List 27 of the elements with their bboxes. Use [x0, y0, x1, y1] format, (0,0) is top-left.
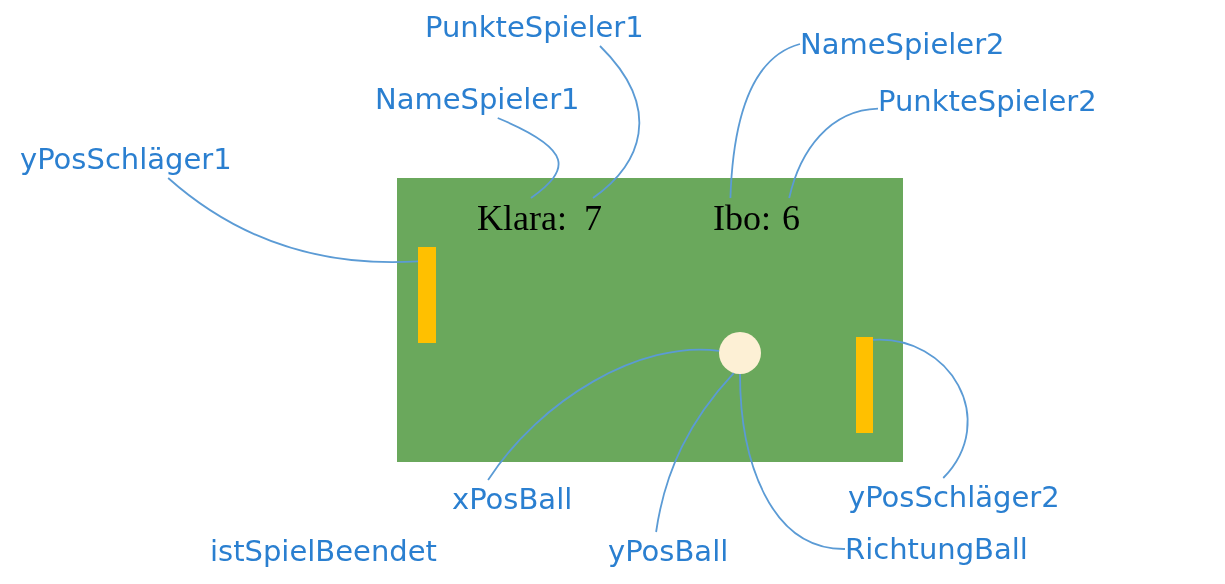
leader-line [655, 372, 735, 533]
leader-line [739, 373, 846, 550]
leader-line [167, 177, 419, 264]
score-text: Klara: [477, 198, 567, 238]
score-text: 7 [584, 198, 602, 238]
paddle [856, 337, 873, 433]
variable-label: RichtungBall [845, 530, 1028, 568]
leader-line [872, 339, 969, 479]
variable-label: yPosSchläger1 [20, 140, 232, 178]
ball [719, 332, 761, 374]
leader-line [788, 107, 879, 199]
variable-label: yPosSchläger2 [848, 478, 1060, 516]
variable-label: NameSpieler1 [375, 80, 580, 118]
variable-label: NameSpieler2 [800, 25, 1005, 63]
score-text: Ibo: [713, 198, 771, 238]
leader-line [496, 117, 560, 199]
variable-label: yPosBall [608, 532, 729, 570]
score-text: 6 [782, 198, 800, 238]
variable-label: PunkteSpieler2 [878, 82, 1097, 120]
leader-line [487, 348, 720, 481]
game-field [397, 178, 903, 462]
variable-label: PunkteSpieler1 [425, 8, 644, 46]
variable-label: istSpielBeendet [210, 533, 437, 570]
paddle [418, 247, 436, 343]
leader-line [592, 45, 641, 199]
variable-label: xPosBall [452, 480, 573, 518]
leader-line [729, 43, 801, 199]
